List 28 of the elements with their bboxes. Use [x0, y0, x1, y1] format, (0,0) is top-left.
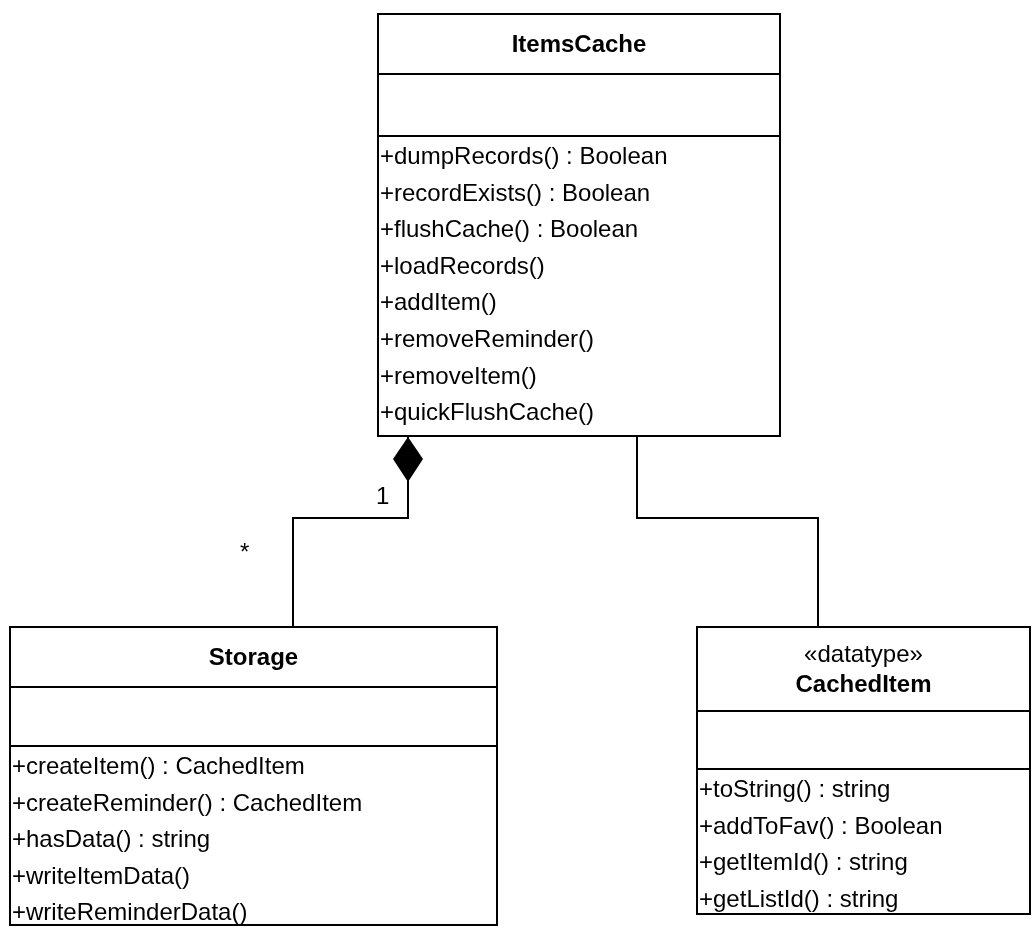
method-text: +getItemId() : string: [698, 847, 909, 878]
method-text: +removeReminder(): [379, 323, 596, 354]
multiplicity-label: *: [240, 538, 250, 566]
stereotype-label: «datatype»: [804, 639, 923, 669]
method-text: +loadRecords(): [379, 250, 546, 281]
method-text: +flushCache() : Boolean: [379, 214, 640, 245]
class-box: [9, 626, 498, 926]
class-box: [377, 13, 781, 437]
method-text: +hasData() : string: [11, 824, 212, 855]
method-text: +addItem(): [379, 287, 498, 318]
method-text: +dumpRecords() : Boolean: [379, 141, 669, 171]
composition-connector: [292, 436, 423, 627]
class-box: [696, 626, 1031, 915]
multiplicity-label: 1: [376, 482, 390, 510]
method-text: +toString() : string: [698, 774, 892, 804]
method-text: +createReminder() : CachedItem: [11, 787, 364, 818]
class-name: Storage: [208, 642, 299, 672]
method-text: +removeItem(): [379, 360, 538, 391]
method-text: +getListId() : string: [698, 883, 900, 914]
method-text: +recordExists() : Boolean: [379, 177, 652, 208]
method-text: +writeReminderData(): [11, 897, 249, 928]
method-text: +writeItemData(): [11, 860, 192, 891]
class-name: CachedItem: [795, 669, 932, 699]
method-text: +createItem() : CachedItem: [11, 751, 306, 781]
method-text: +quickFlushCache(): [379, 397, 596, 428]
association-line: [636, 436, 819, 627]
class-name: ItemsCache: [511, 29, 647, 59]
method-text: +addToFav() : Boolean: [698, 810, 944, 841]
